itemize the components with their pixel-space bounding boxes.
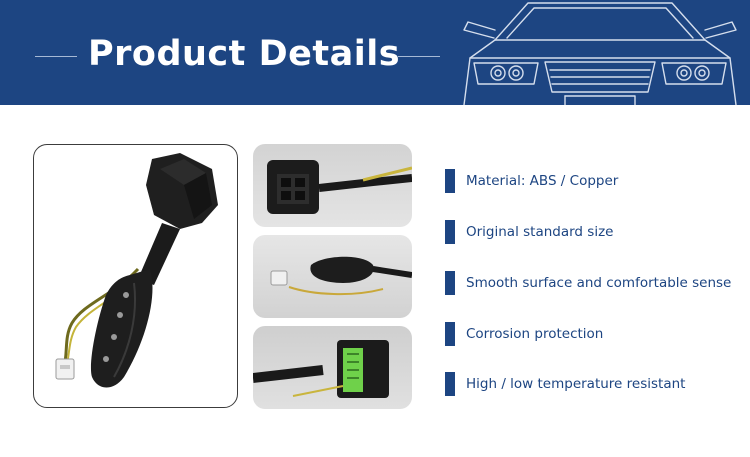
feature-item: Material: ABS / Copper [445, 169, 745, 193]
feature-label: Corrosion protection [466, 326, 604, 342]
feature-item: Smooth surface and comfortable sense [445, 271, 745, 295]
main-product-image [33, 144, 238, 408]
detail-image-lever [253, 235, 412, 318]
feature-item: Corrosion protection [445, 322, 745, 346]
feature-marker [445, 322, 455, 346]
combination-switch-illustration [55, 153, 218, 388]
detail-image-label [253, 326, 412, 409]
feature-label: Material: ABS / Copper [466, 173, 619, 189]
page-title: Product Details [88, 34, 401, 74]
header-banner: Product Details [0, 0, 750, 105]
feature-label: High / low temperature resistant [466, 376, 686, 392]
feature-marker [445, 271, 455, 295]
feature-marker [445, 372, 455, 396]
feature-marker [445, 220, 455, 244]
title-rule-right [398, 56, 440, 57]
feature-label: Smooth surface and comfortable sense [466, 275, 732, 291]
detail-image-connector [253, 144, 412, 227]
title-rule-left [35, 56, 77, 57]
car-outline-illustration [463, 2, 737, 105]
feature-marker [445, 169, 455, 193]
feature-item: High / low temperature resistant [445, 372, 745, 396]
feature-item: Original standard size [445, 220, 745, 244]
feature-label: Original standard size [466, 224, 614, 240]
